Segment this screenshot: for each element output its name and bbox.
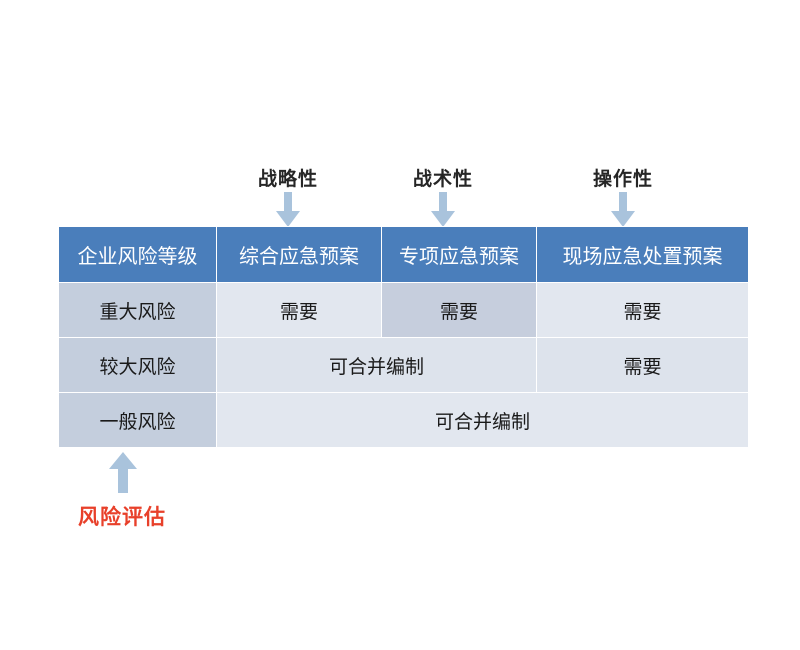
row-header-larger-risk: 较大风险 <box>59 338 216 392</box>
risk-plan-matrix-table: 企业风险等级 综合应急预案 专项应急预案 现场应急处置预案 重大风险 需要 需要… <box>58 226 749 448</box>
arrow-down-icon <box>430 192 456 228</box>
arrow-up-icon <box>108 452 138 494</box>
annotation-label-operational: 操作性 <box>592 169 654 190</box>
cell-major-special: 需要 <box>382 283 536 337</box>
cell-larger-onsite: 需要 <box>537 338 748 392</box>
annotation-label-tactical: 战术性 <box>412 169 474 190</box>
cell-general-merged: 可合并编制 <box>217 393 748 447</box>
arrow-down-icon <box>275 192 301 228</box>
arrow-down-icon <box>610 192 636 228</box>
table-header-row: 企业风险等级 综合应急预案 专项应急预案 现场应急处置预案 <box>59 227 748 282</box>
header-cell-special: 专项应急预案 <box>382 227 536 282</box>
row-header-major-risk: 重大风险 <box>59 283 216 337</box>
table-row: 重大风险 需要 需要 需要 <box>59 283 748 337</box>
header-cell-onsite: 现场应急处置预案 <box>537 227 748 282</box>
table-row: 较大风险 可合并编制 需要 <box>59 338 748 392</box>
header-cell-risk-level: 企业风险等级 <box>59 227 216 282</box>
cell-major-comprehensive: 需要 <box>217 283 381 337</box>
header-cell-comprehensive: 综合应急预案 <box>217 227 381 282</box>
table-row: 一般风险 可合并编制 <box>59 393 748 447</box>
annotation-label-strategic: 战略性 <box>257 169 319 190</box>
annotation-label-risk-assessment: 风险评估 <box>78 505 166 529</box>
cell-major-onsite: 需要 <box>537 283 748 337</box>
row-header-general-risk: 一般风险 <box>59 393 216 447</box>
cell-larger-merged: 可合并编制 <box>217 338 536 392</box>
